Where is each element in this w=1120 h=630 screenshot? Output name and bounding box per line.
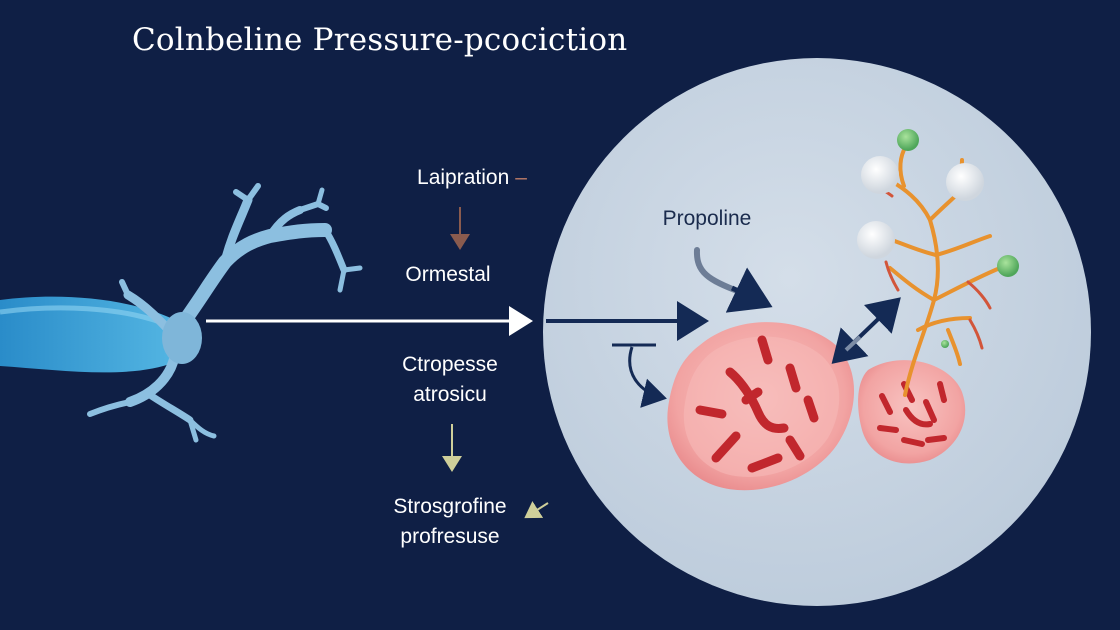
label-laipration-text: Laipration [417, 166, 510, 189]
label-laipration-mark: – [515, 166, 527, 189]
label-ctropesse-line1: Ctropesse [402, 353, 498, 376]
branching-molecule [857, 129, 1019, 397]
label-strosgrofine-line1: Strosgrofine [393, 495, 507, 518]
label-ctropesse: Ctropesse atrosicu [350, 350, 550, 410]
propoline-arrow-head [725, 267, 773, 313]
label-propoline: Propoline [662, 207, 752, 230]
bidirectional-arrow-tail [844, 335, 862, 352]
diagram-title: Colnbeline Pressure-pcociction [132, 22, 628, 58]
label-laipration: Laipration– [360, 163, 584, 193]
label-ctropesse-line2: atrosicu [413, 383, 487, 406]
label-ormestal: Ormestal [405, 263, 491, 286]
inhibition-symbol [612, 343, 667, 408]
neuron-illustration [0, 183, 363, 443]
arrow-into-strosgrofine [524, 501, 549, 519]
cell-rods [695, 335, 819, 473]
cell-environment-circle [543, 58, 1091, 606]
label-strosgrofine: Strosgrofine profresuse [350, 492, 550, 552]
label-strosgrofine-line2: profresuse [400, 525, 500, 548]
main-cell [667, 322, 855, 491]
